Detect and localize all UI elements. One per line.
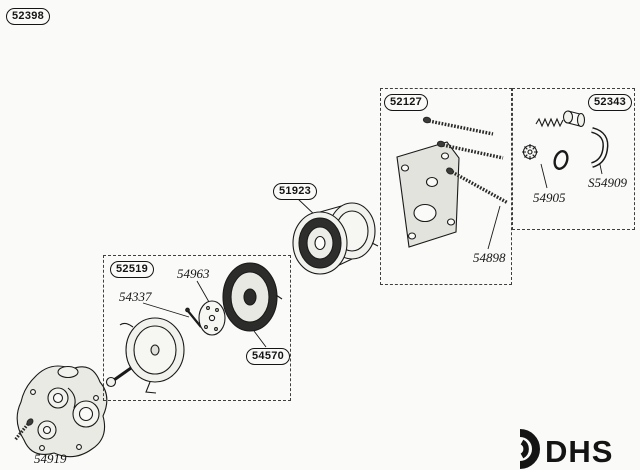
group-box-52343 [512,88,635,230]
dhs-logo-text: DHS [545,434,613,469]
dhs-logo: DHS [519,429,613,469]
part-label-54905: 54905 [533,190,566,205]
screws-illustration [422,116,509,205]
spring-illustration [535,117,564,128]
part-badge-51923: 51923 [273,183,318,200]
group-label-52519: 52519 [110,261,155,278]
screw-54919-illustration [13,418,34,442]
part-badge-54570: 54570 [246,348,291,365]
part-label-s54909: S54909 [588,175,627,190]
group-box-52127 [380,88,512,285]
sheet-number-badge: 52398 [6,8,51,25]
drum-illustration [292,202,379,275]
group-label-52127: 52127 [384,94,429,111]
gasket-illustration [198,300,226,336]
part-label-54898: 54898 [473,250,506,265]
group-box-52519 [103,255,291,401]
part-label-54337: 54337 [119,289,152,304]
pump-housing-illustration [16,365,108,458]
dhs-logo-icon-outer [519,429,540,469]
part-label-54919: 54919 [34,451,67,466]
diaphragm-disc-illustration [222,262,283,332]
star-washer-illustration [522,144,538,160]
fitting-kit-illustration [522,110,609,170]
dhs-logo-icon-inner [520,439,529,459]
part-label-54963: 54963 [177,266,210,281]
group-label-52343: 52343 [588,94,633,111]
o-ring-illustration [553,150,569,170]
mounting-plate-illustration [396,141,460,248]
diaphragm-assembly-illustration [105,262,283,394]
pin-illustration [187,310,202,328]
